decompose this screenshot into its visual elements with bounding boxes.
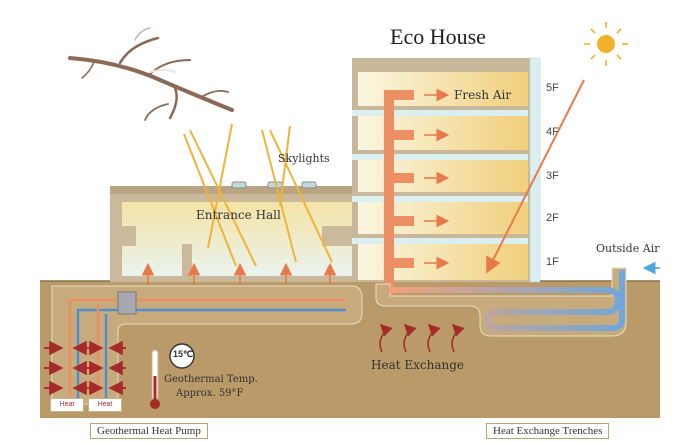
sun-icon <box>584 22 628 66</box>
geothermal-heat-arrows <box>44 340 126 396</box>
floor-label-4f: 4F <box>546 126 559 138</box>
pump-cavity <box>51 285 363 405</box>
fresh-air-arrows <box>424 88 450 270</box>
fresh-air-duct <box>384 90 414 300</box>
floor-label-2f: 2F <box>546 212 559 224</box>
heat-exchange-arrows <box>379 323 465 353</box>
heat-box-right: Heat <box>88 398 122 412</box>
geothermal-temp-label: Geothermal Temp. <box>164 374 258 385</box>
geothermal-temp-value: Approx. 59°F <box>176 388 244 399</box>
outside-air-label: Outside Air <box>596 242 660 255</box>
temp-badge-circle <box>169 343 195 369</box>
geothermal-heat-pump-caption: Geothermal Heat Pump <box>90 423 208 439</box>
trench-pipe <box>389 270 625 331</box>
tree-branch-icon <box>68 27 234 121</box>
entrance-hall-label: Entrance Hall <box>196 208 281 222</box>
thermometer-icon <box>150 349 160 409</box>
trench-cavity <box>375 267 627 337</box>
main-building <box>352 57 541 283</box>
heat-pump-unit <box>117 291 137 315</box>
floor-label-5f: 5F <box>546 82 559 94</box>
skylight-rays <box>183 123 333 267</box>
floor-label-1f: 1F <box>546 256 559 268</box>
heat-box-left: Heat <box>50 398 84 412</box>
floor-label-3f: 3F <box>546 170 559 182</box>
entrance-hall-building <box>110 181 352 282</box>
page-title: Eco House <box>390 24 486 49</box>
fresh-air-label: Fresh Air <box>454 88 512 102</box>
sun-ray-arrow <box>486 79 585 274</box>
heat-exchange-label: Heat Exchange <box>371 358 464 372</box>
temp-badge-text: 15℃ <box>173 349 194 359</box>
heat-exchange-trenches-caption: Heat Exchange Trenches <box>486 423 610 439</box>
skylights-label: Skylights <box>278 152 330 165</box>
